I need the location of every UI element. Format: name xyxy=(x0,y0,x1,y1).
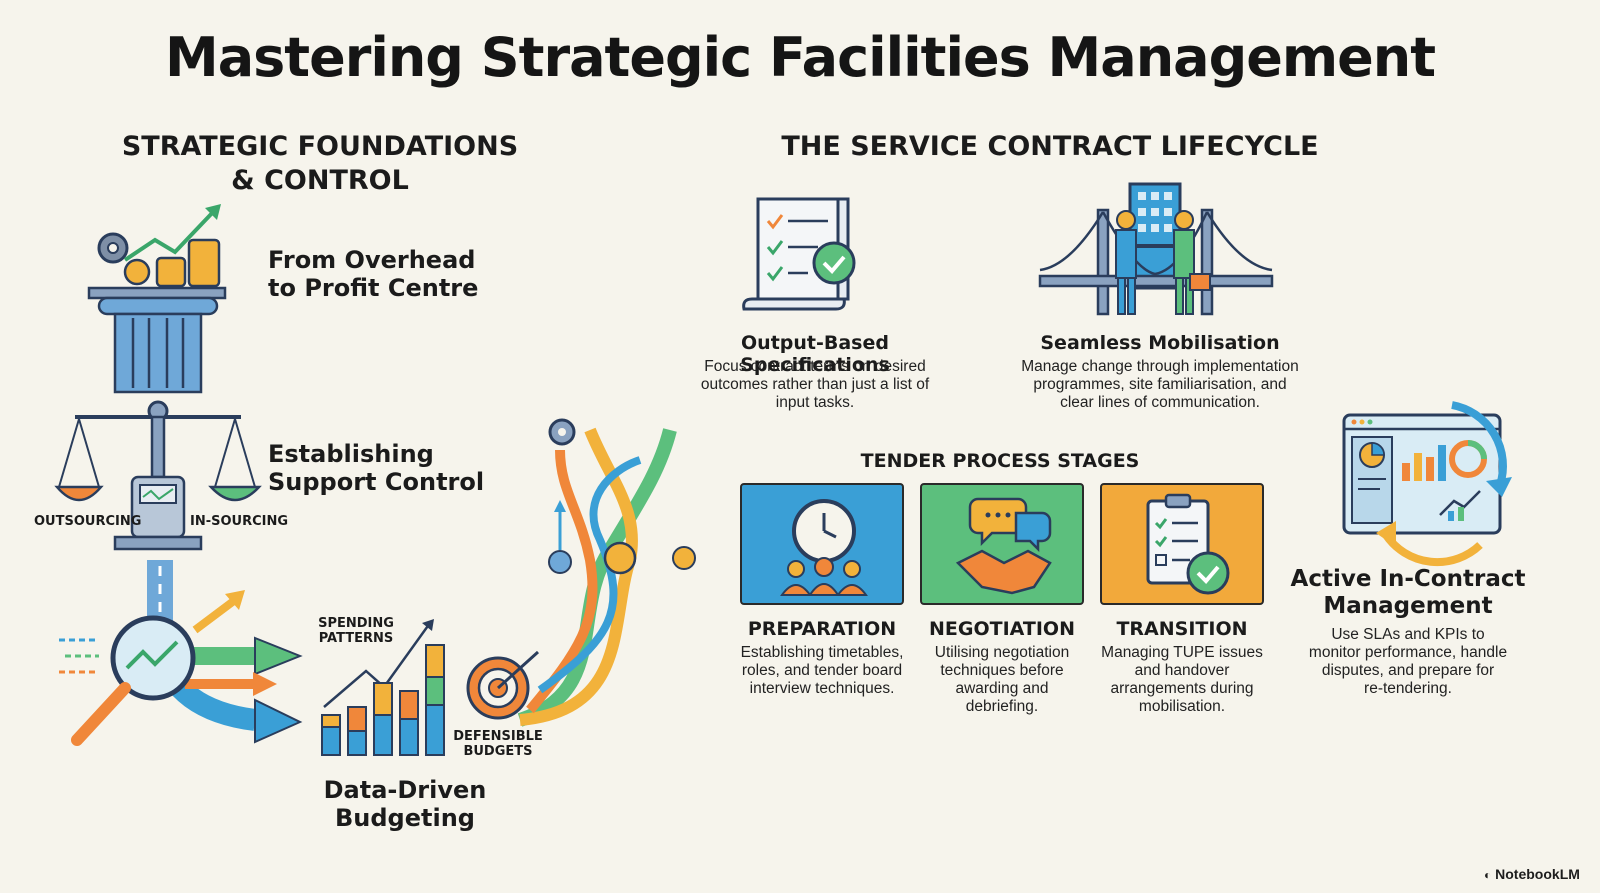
notebooklm-watermark: ◐ NotebookLM xyxy=(1484,866,1580,882)
bridge-handshake-icon xyxy=(1038,182,1274,316)
clock-team-icon xyxy=(780,499,868,596)
stage-preparation-name: PREPARATION xyxy=(747,618,897,640)
handshake-speech-icon xyxy=(955,497,1052,595)
active-title-line2: Management xyxy=(1323,593,1493,619)
active-desc1: Use SLAs and KPIs to xyxy=(1331,626,1485,643)
defensible-line1: DEFENSIBLE xyxy=(453,729,543,744)
stage-preparation-desc: Establishing timetables, roles, and tend… xyxy=(730,644,914,698)
spending-patterns-label: SPENDING PATTERNS xyxy=(318,616,394,646)
support-line2: Support Control xyxy=(268,468,485,496)
stage-transition-desc3: arrangements during xyxy=(1110,680,1254,697)
data-driven-budgeting-label: Data-Driven Budgeting xyxy=(300,776,510,832)
active-title-line1: Active In-Contract xyxy=(1290,566,1526,592)
magnifier-analytics-icon xyxy=(59,560,303,746)
budget-line2: Budgeting xyxy=(335,804,475,832)
transition-tile xyxy=(1100,483,1264,605)
stage-negotiation-desc3: awarding and xyxy=(955,680,1049,697)
left-heading-line1: STRATEGIC FOUNDATIONS xyxy=(121,131,519,162)
active-management-title: Active In-Contract Management xyxy=(1290,566,1526,620)
defensible-budgets-label: DEFENSIBLE BUDGETS xyxy=(452,729,544,759)
left-heading-line2: & CONTROL xyxy=(231,165,409,196)
active-desc2: monitor performance, handle xyxy=(1308,644,1508,661)
brand-label: NotebookLM xyxy=(1495,866,1580,882)
budget-line1: Data-Driven xyxy=(323,776,487,804)
pillar-coins-icon xyxy=(87,204,227,394)
mobilisation-desc1: Manage change through implementation xyxy=(1021,358,1299,375)
support-line1: Establishing xyxy=(268,440,434,468)
defensible-line2: BUDGETS xyxy=(463,744,533,759)
spending-line2: PATTERNS xyxy=(318,631,394,646)
negotiation-tile xyxy=(920,483,1084,605)
mobilisation-desc3: clear lines of communication. xyxy=(1060,394,1260,411)
stage-transition-desc4: mobilisation. xyxy=(1138,698,1226,715)
overhead-line2: to Profit Centre xyxy=(268,274,479,302)
spending-line1: SPENDING xyxy=(318,616,394,631)
output-spec-desc3: input tasks. xyxy=(775,394,855,411)
right-section-heading: THE SERVICE CONTRACT LIFECYCLE xyxy=(781,131,1319,162)
bar-chart-icon xyxy=(321,619,445,756)
stage-negotiation-desc4: debriefing. xyxy=(965,698,1039,715)
mobilisation-desc: Manage change through implementation pro… xyxy=(1010,358,1310,412)
insourcing-label: IN-SOURCING xyxy=(190,514,289,529)
stage-preparation-desc1: Establishing timetables, xyxy=(740,644,904,661)
stage-preparation-desc2: roles, and tender board xyxy=(741,662,903,679)
overhead-label: From Overhead to Profit Centre xyxy=(268,246,478,302)
output-spec-desc1: Focus contract terms on desired xyxy=(704,358,926,375)
outsourcing-label: OUTSOURCING xyxy=(34,514,142,529)
document-checklist-icon xyxy=(742,197,856,311)
stage-transition-name: TRANSITION xyxy=(1116,618,1248,640)
output-spec-desc2: outcomes rather than just a list of xyxy=(700,376,930,393)
notebooklm-logo-icon: ◐ xyxy=(1484,868,1492,882)
stage-negotiation-desc: Utilising negotiation techniques before … xyxy=(910,644,1094,716)
tender-heading: TENDER PROCESS STAGES xyxy=(860,450,1140,472)
stage-preparation-desc3: interview techniques. xyxy=(749,680,895,697)
stage-transition-desc: Managing TUPE issues and handover arrang… xyxy=(1090,644,1274,716)
page-title: Mastering Strategic Facilities Managemen… xyxy=(164,26,1436,89)
mobilisation-title: Seamless Mobilisation xyxy=(1040,332,1280,354)
stage-transition-desc2: and handover xyxy=(1134,662,1230,679)
balance-scale-icon xyxy=(54,400,262,551)
overhead-line1: From Overhead xyxy=(268,246,476,274)
active-management-desc: Use SLAs and KPIs to monitor performance… xyxy=(1290,626,1526,698)
target-arrows-icon xyxy=(466,418,696,727)
active-desc4: re-tendering. xyxy=(1364,680,1452,697)
support-control-label: Establishing Support Control xyxy=(268,440,484,496)
output-spec-desc: Focus contract terms on desired outcomes… xyxy=(670,358,960,412)
stage-negotiation-name: NEGOTIATION xyxy=(929,618,1075,640)
preparation-tile xyxy=(740,483,904,605)
mobilisation-desc2: programmes, site familiarisation, and xyxy=(1033,376,1287,393)
stage-negotiation-desc1: Utilising negotiation xyxy=(934,644,1070,661)
dashboard-cycle-icon xyxy=(1342,401,1512,567)
clipboard-check-icon xyxy=(1146,493,1230,595)
active-desc3: disputes, and prepare for xyxy=(1321,662,1495,679)
stage-negotiation-desc2: techniques before xyxy=(940,662,1064,679)
stage-transition-desc1: Managing TUPE issues xyxy=(1101,644,1263,661)
left-section-heading: STRATEGIC FOUNDATIONS & CONTROL xyxy=(100,130,540,198)
output-spec-title: Output-Based Specifications xyxy=(740,332,890,376)
